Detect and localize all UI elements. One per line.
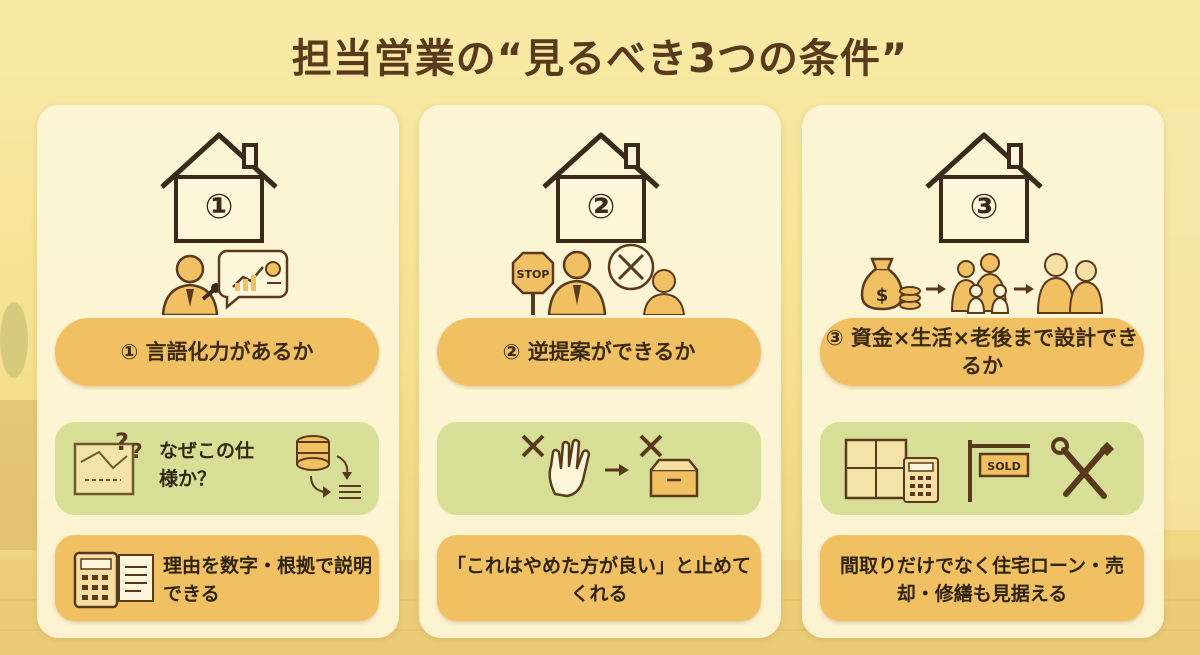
point-box: 「これはやめた方が良い」と止めてくれる	[437, 535, 761, 621]
sold-sign-icon: SOLD	[968, 440, 1030, 502]
svg-text:?: ?	[115, 428, 129, 456]
point-text: 間取りだけでなく住宅ローン・売却・修繕も見据える	[839, 555, 1125, 605]
svg-text:$: $	[876, 285, 889, 306]
box-icon	[649, 458, 699, 498]
condition-label: ③ 資金×生活×老後まで設計できるか	[820, 318, 1144, 386]
sold-sign-label: SOLD	[987, 460, 1020, 473]
blueprint-question-icon: ? ?	[73, 428, 143, 496]
point-text: 理由を数字・根拠で説明できる	[163, 555, 373, 605]
point-box: 間取りだけでなく住宅ローン・売却・修繕も見据える	[820, 535, 1144, 621]
calculator-icon	[903, 457, 939, 503]
stop-illustration: STOP	[419, 239, 781, 317]
svg-text:?: ?	[131, 439, 143, 463]
floor-plan-icon	[844, 438, 908, 500]
condition-card-1: ① ① 言語化力があるか	[37, 105, 399, 638]
arrow-right-icon	[926, 284, 946, 294]
document-icon	[118, 554, 154, 602]
condition-card-2: ② STOP ② 逆提案ができるか	[419, 105, 781, 638]
house-icon: ③	[919, 125, 1049, 245]
money-bag-icon: $	[860, 257, 904, 311]
customer-icon	[642, 269, 686, 316]
example-box: SOLD	[820, 422, 1144, 515]
stop-sign-label: STOP	[517, 268, 550, 281]
elderly-couple-icon	[1036, 253, 1104, 314]
arrow-right-icon	[1014, 284, 1034, 294]
x-mark-icon	[639, 434, 663, 458]
example-box	[437, 422, 761, 515]
presenter-illustration	[37, 239, 399, 317]
example-box: ? ? なぜこの仕様か？	[55, 422, 379, 515]
arrow-right-icon	[605, 464, 629, 476]
condition-label: ② 逆提案ができるか	[437, 318, 761, 386]
page-title: 担当営業の“見るべき3つの条件”	[291, 36, 909, 82]
salesperson-icon	[161, 254, 219, 317]
coins-icon	[899, 286, 921, 310]
family-icon	[950, 253, 1010, 314]
chart-speech-bubble-icon	[217, 249, 289, 310]
card-number: ②	[586, 187, 616, 227]
calculator-icon	[73, 551, 119, 609]
raised-hand-icon	[548, 438, 591, 498]
point-box: 理由を数字・根拠で説明できる	[55, 535, 379, 621]
point-text: 「これはやめた方が良い」と止めてくれる	[446, 555, 751, 605]
condition-card-3: ③ $	[802, 105, 1164, 638]
house-icon: ②	[536, 125, 666, 245]
house-icon: ①	[154, 125, 284, 245]
list-arrow-icon	[310, 455, 361, 499]
life-plan-illustration: $	[802, 239, 1164, 315]
database-icon	[296, 435, 330, 471]
tools-icon	[1051, 437, 1115, 499]
card-number: ①	[204, 187, 234, 227]
condition-label: ① 言語化力があるか	[55, 318, 379, 386]
card-number: ③	[969, 187, 999, 227]
example-question: なぜこの仕様か？	[159, 440, 255, 490]
x-mark-icon	[521, 434, 545, 458]
salesperson-icon	[547, 250, 607, 317]
crossed-out-bubble-icon	[607, 243, 655, 291]
stop-sign-icon: STOP	[511, 251, 555, 315]
